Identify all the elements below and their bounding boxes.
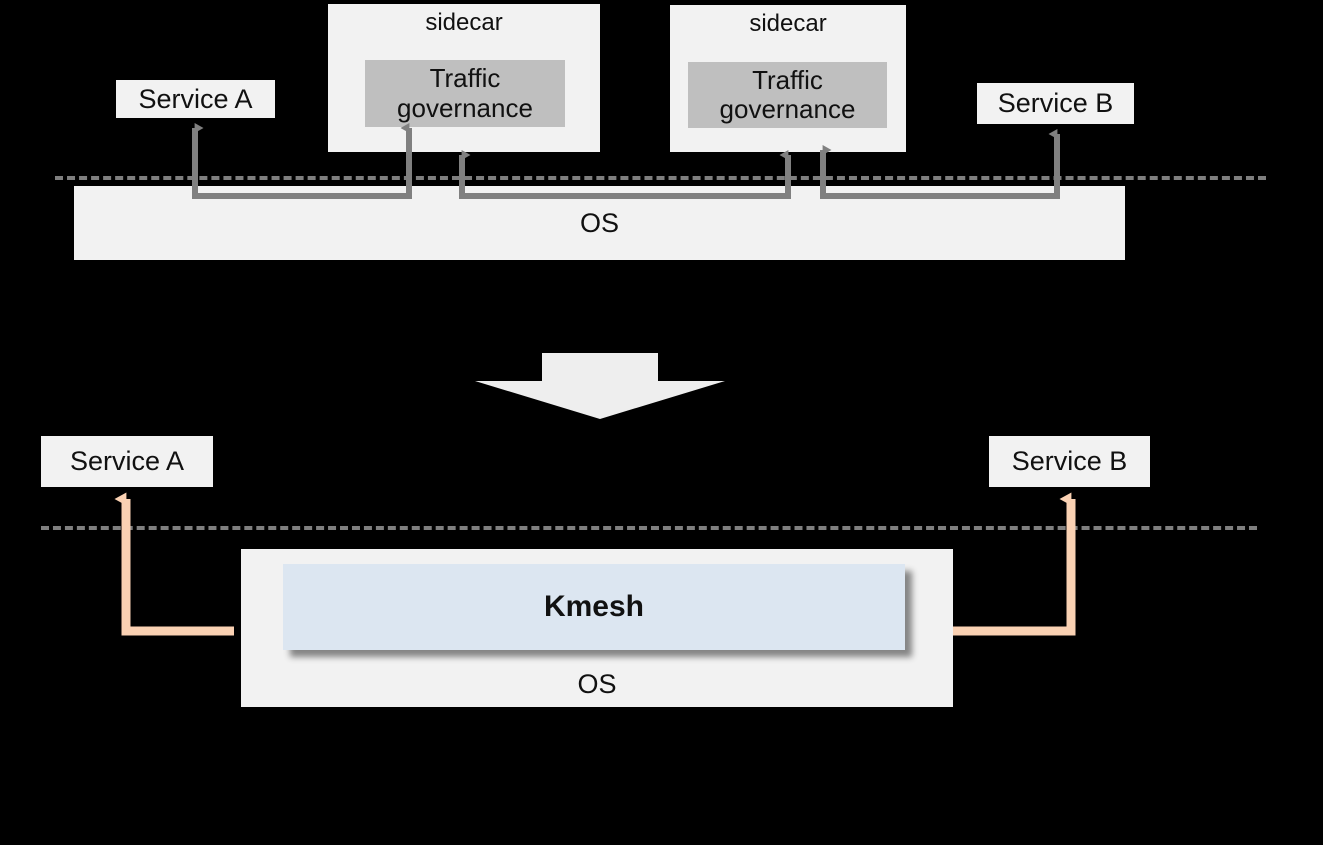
bottom-os-label: OS bbox=[577, 668, 617, 699]
top-service-b-box: Service B bbox=[977, 83, 1134, 124]
kmesh-box: Kmesh bbox=[283, 564, 905, 650]
transition-down-arrow bbox=[475, 353, 725, 419]
bottom-boundary-dashed-line bbox=[41, 526, 1257, 530]
sidecar-left-label: sidecar bbox=[425, 9, 503, 36]
top-boundary-dashed-line bbox=[55, 176, 1266, 180]
top-os-panel: OS bbox=[74, 186, 1125, 260]
sidecar-right-label: sidecar bbox=[749, 10, 827, 37]
sidecar-left-traffic-governance: Traffic governance bbox=[365, 60, 565, 127]
bottom-service-a-box: Service A bbox=[41, 436, 213, 487]
top-service-a-box: Service A bbox=[116, 80, 275, 118]
connector-kmesh-to-service-a bbox=[114, 492, 234, 636]
connector-kmesh-to-service-b bbox=[953, 492, 1076, 636]
sidecar-right-traffic-governance: Traffic governance bbox=[688, 62, 887, 128]
bottom-service-b-box: Service B bbox=[989, 436, 1150, 487]
